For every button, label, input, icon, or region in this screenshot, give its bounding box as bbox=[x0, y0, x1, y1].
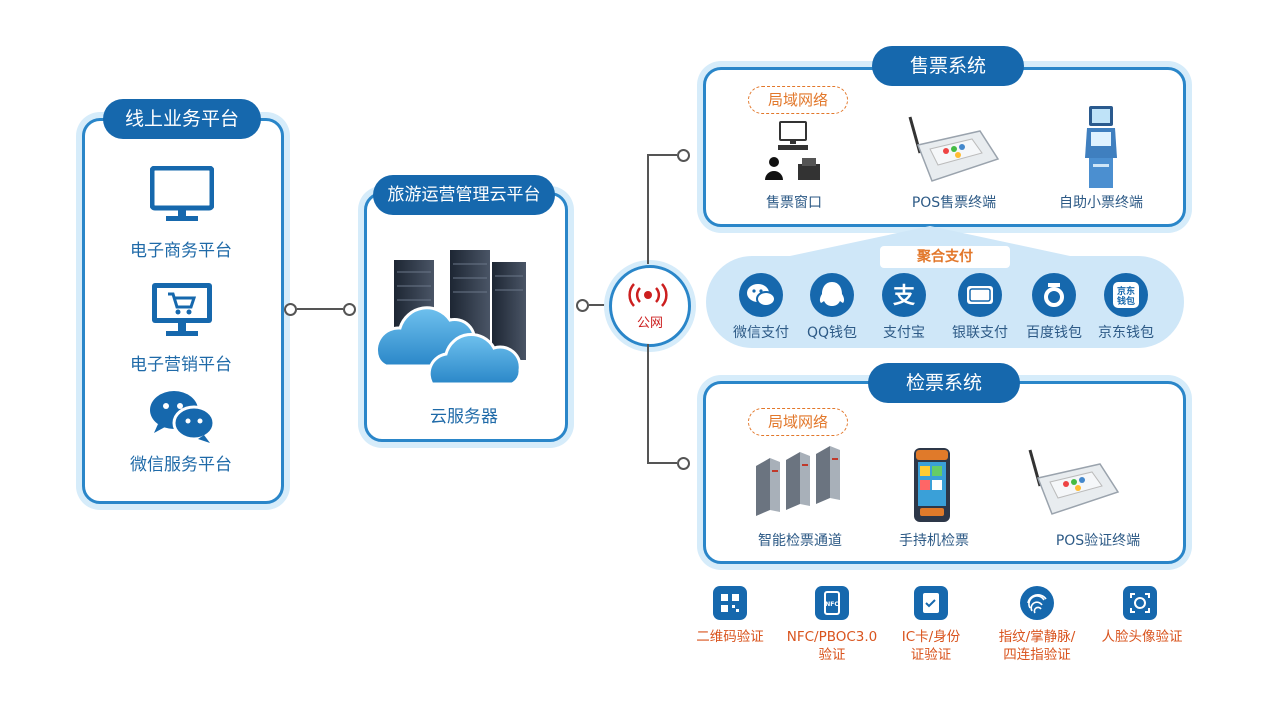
connector-dot bbox=[343, 303, 356, 316]
aggregated-payment-title: 聚合支付 bbox=[880, 246, 1010, 268]
qr-verify-label: 二维码验证 bbox=[696, 629, 764, 645]
wechat-icon bbox=[150, 391, 216, 443]
checking-system-title: 检票系统 bbox=[868, 363, 1020, 403]
pos-terminal-icon bbox=[908, 116, 1000, 182]
id-card-icon bbox=[914, 586, 948, 620]
shopping-cart-monitor-icon bbox=[152, 283, 212, 336]
public-network-label: 公网 bbox=[636, 316, 663, 331]
unionpay-icon bbox=[958, 273, 1002, 317]
broadcast-icon bbox=[628, 283, 668, 307]
qq-wallet-label: QQ钱包 bbox=[806, 325, 858, 341]
branch-line-bottom-h bbox=[647, 462, 677, 464]
self-service-kiosk-label: 自助小票终端 bbox=[1059, 195, 1143, 211]
monitor-icon bbox=[150, 166, 214, 221]
baidu-wallet-icon bbox=[1032, 273, 1076, 317]
wechat-pay-icon bbox=[739, 273, 783, 317]
ticketing-lan-badge: 局域网络 bbox=[748, 86, 848, 114]
unionpay-label: 银联支付 bbox=[952, 325, 1008, 341]
nfc-verify-label: NFC/PBOC3.0 验证 bbox=[786, 629, 878, 663]
cloud-server-label: 云服务器 bbox=[430, 407, 498, 427]
public-network-node bbox=[609, 265, 691, 347]
pos-verify-terminal-icon bbox=[1028, 449, 1120, 515]
cloud-platform-title: 旅游运营管理云平台 bbox=[373, 175, 555, 215]
fingerprint-icon bbox=[1020, 586, 1054, 620]
alipay-icon: 支 bbox=[882, 273, 926, 317]
ticket-window-icon bbox=[765, 121, 820, 180]
checking-lan-badge: 局域网络 bbox=[748, 408, 848, 436]
baidu-wallet-label: 百度钱包 bbox=[1026, 325, 1082, 341]
nfc-icon: NFC bbox=[815, 586, 849, 620]
fingerprint-verify-label: 指纹/掌静脉/ 四连指验证 bbox=[998, 629, 1076, 663]
face-recognition-icon bbox=[1123, 586, 1157, 620]
emarketing-platform-label: 电子营销平台 bbox=[130, 355, 232, 375]
connector-line bbox=[297, 308, 343, 310]
wechat-pay-label: 微信支付 bbox=[733, 325, 789, 341]
pos-ticket-terminal-label: POS售票终端 bbox=[911, 195, 997, 211]
svg-text:支: 支 bbox=[893, 284, 916, 309]
ecommerce-platform-label: 电子商务平台 bbox=[130, 241, 232, 261]
qr-code-icon bbox=[713, 586, 747, 620]
connector-dot bbox=[677, 149, 690, 162]
svg-text:京东: 京东 bbox=[1117, 285, 1135, 297]
ticketing-system-title: 售票系统 bbox=[872, 46, 1024, 86]
connector-dot bbox=[576, 299, 589, 312]
handheld-check-label: 手持机检票 bbox=[899, 533, 969, 549]
turnstile-gate-icon bbox=[756, 446, 840, 516]
branch-line-bottom bbox=[647, 344, 649, 463]
kiosk-icon bbox=[1085, 106, 1117, 188]
cloud-server-icon bbox=[374, 250, 526, 386]
connector-dot bbox=[284, 303, 297, 316]
branch-line-top-h bbox=[647, 154, 677, 156]
qq-wallet-icon bbox=[810, 273, 854, 317]
alipay-label: 支付宝 bbox=[883, 325, 925, 341]
online-platform-title: 线上业务平台 bbox=[103, 99, 261, 139]
branch-line-top bbox=[647, 154, 649, 264]
ticket-window-label: 售票窗口 bbox=[766, 195, 822, 211]
connector-line bbox=[589, 304, 609, 306]
pos-verify-terminal-label: POS验证终端 bbox=[1055, 533, 1141, 549]
jd-wallet-icon: 京东 钱包 bbox=[1104, 273, 1148, 317]
wechat-service-platform-label: 微信服务平台 bbox=[130, 455, 232, 475]
handheld-scanner-icon bbox=[914, 448, 950, 522]
face-verify-label: 人脸头像验证 bbox=[1101, 629, 1183, 645]
smart-gate-label: 智能检票通道 bbox=[758, 533, 842, 549]
jd-wallet-label: 京东钱包 bbox=[1098, 325, 1154, 341]
connector-dot bbox=[677, 457, 690, 470]
svg-text:钱包: 钱包 bbox=[1117, 295, 1135, 307]
idcard-verify-label: IC卡/身份 证验证 bbox=[901, 629, 961, 663]
svg-text:NFC: NFC bbox=[825, 601, 839, 608]
